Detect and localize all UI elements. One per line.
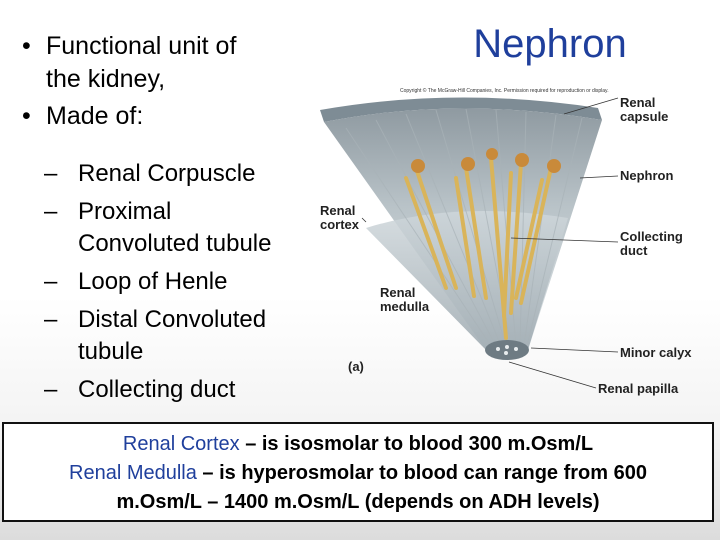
sub-item-collecting-duct: – Collecting duct [44,374,314,406]
label-renal-medulla: Renal medulla [380,285,430,314]
kidney-lobe-figure: Copyright © The McGraw-Hill Companies, I… [306,88,716,408]
renal-capsule-shape [320,97,602,122]
nephron-group [404,156,553,340]
sub-item-renal-corpuscle: – Renal Corpuscle [44,158,314,190]
label-panel-a: (a) [348,359,364,374]
label-renal-capsule: Renal capsule [620,95,669,124]
bullet-marker: • [22,102,31,130]
label-minor-calyx: Minor calyx [620,345,692,360]
sub-line: Convoluted tubule [78,230,272,257]
dash-marker: – [44,160,58,187]
sub-bullet-list: – Renal Corpuscle – Proximal Convoluted … [44,158,314,410]
sub-item-loop-of-henle: – Loop of Henle [44,266,314,298]
label-renal-papilla: Renal papilla [598,381,679,396]
sub-line: Proximal [78,198,172,225]
footer-line-1: Renal Cortex – is isosmolar to blood 300… [122,433,594,455]
footer-line-2: Renal Medulla – is hyperosmolar to blood… [69,462,647,484]
renal-corpuscle-group [411,148,561,173]
bullet-line: Made of: [46,102,144,130]
bullet-line: Functional unit of [46,32,237,60]
highlight-renal-cortex: Renal Cortex [122,433,240,455]
sub-item-proximal-tubule: – Proximal Convoluted tubule [44,196,314,260]
dash-marker: – [44,376,58,403]
sub-line: Renal Corpuscle [78,160,256,187]
footer-line-3: m.Osm/L – 1400 m.Osm/L (depends on ADH l… [116,491,600,513]
label-renal-cortex: Renal cortex [320,203,360,232]
osmolarity-note-box: Renal Cortex – is isosmolar to blood 300… [2,422,714,522]
highlight-renal-medulla: Renal Medulla [69,462,197,484]
figure-copyright: Copyright © The McGraw-Hill Companies, I… [400,88,609,94]
dash-marker: – [44,268,58,295]
bullet-list: • Functional unit of the kidney, • Made … [22,30,322,133]
label-nephron: Nephron [620,168,674,183]
sub-item-distal-tubule: – Distal Convoluted tubule [44,304,314,368]
papilla-shape [485,340,529,360]
bullet-line: the kidney, [46,65,166,93]
bullet-item-functional-unit: • Functional unit of the kidney, [22,30,322,96]
slide-title: Nephron [473,22,627,66]
sub-line: Distal Convoluted [78,306,267,333]
bullet-item-made-of: • Made of: [22,100,322,133]
label-collecting-duct: Collecting duct [620,229,683,258]
sub-line: tubule [78,338,144,365]
sub-line: Collecting duct [78,376,236,403]
dash-marker: – [44,198,58,225]
dash-marker: – [44,306,58,333]
sub-line: Loop of Henle [78,268,228,295]
bullet-marker: • [22,32,31,60]
kidney-lobe-illustration [320,97,619,389]
leader-lines [361,97,619,389]
medulla-region [366,210,568,355]
